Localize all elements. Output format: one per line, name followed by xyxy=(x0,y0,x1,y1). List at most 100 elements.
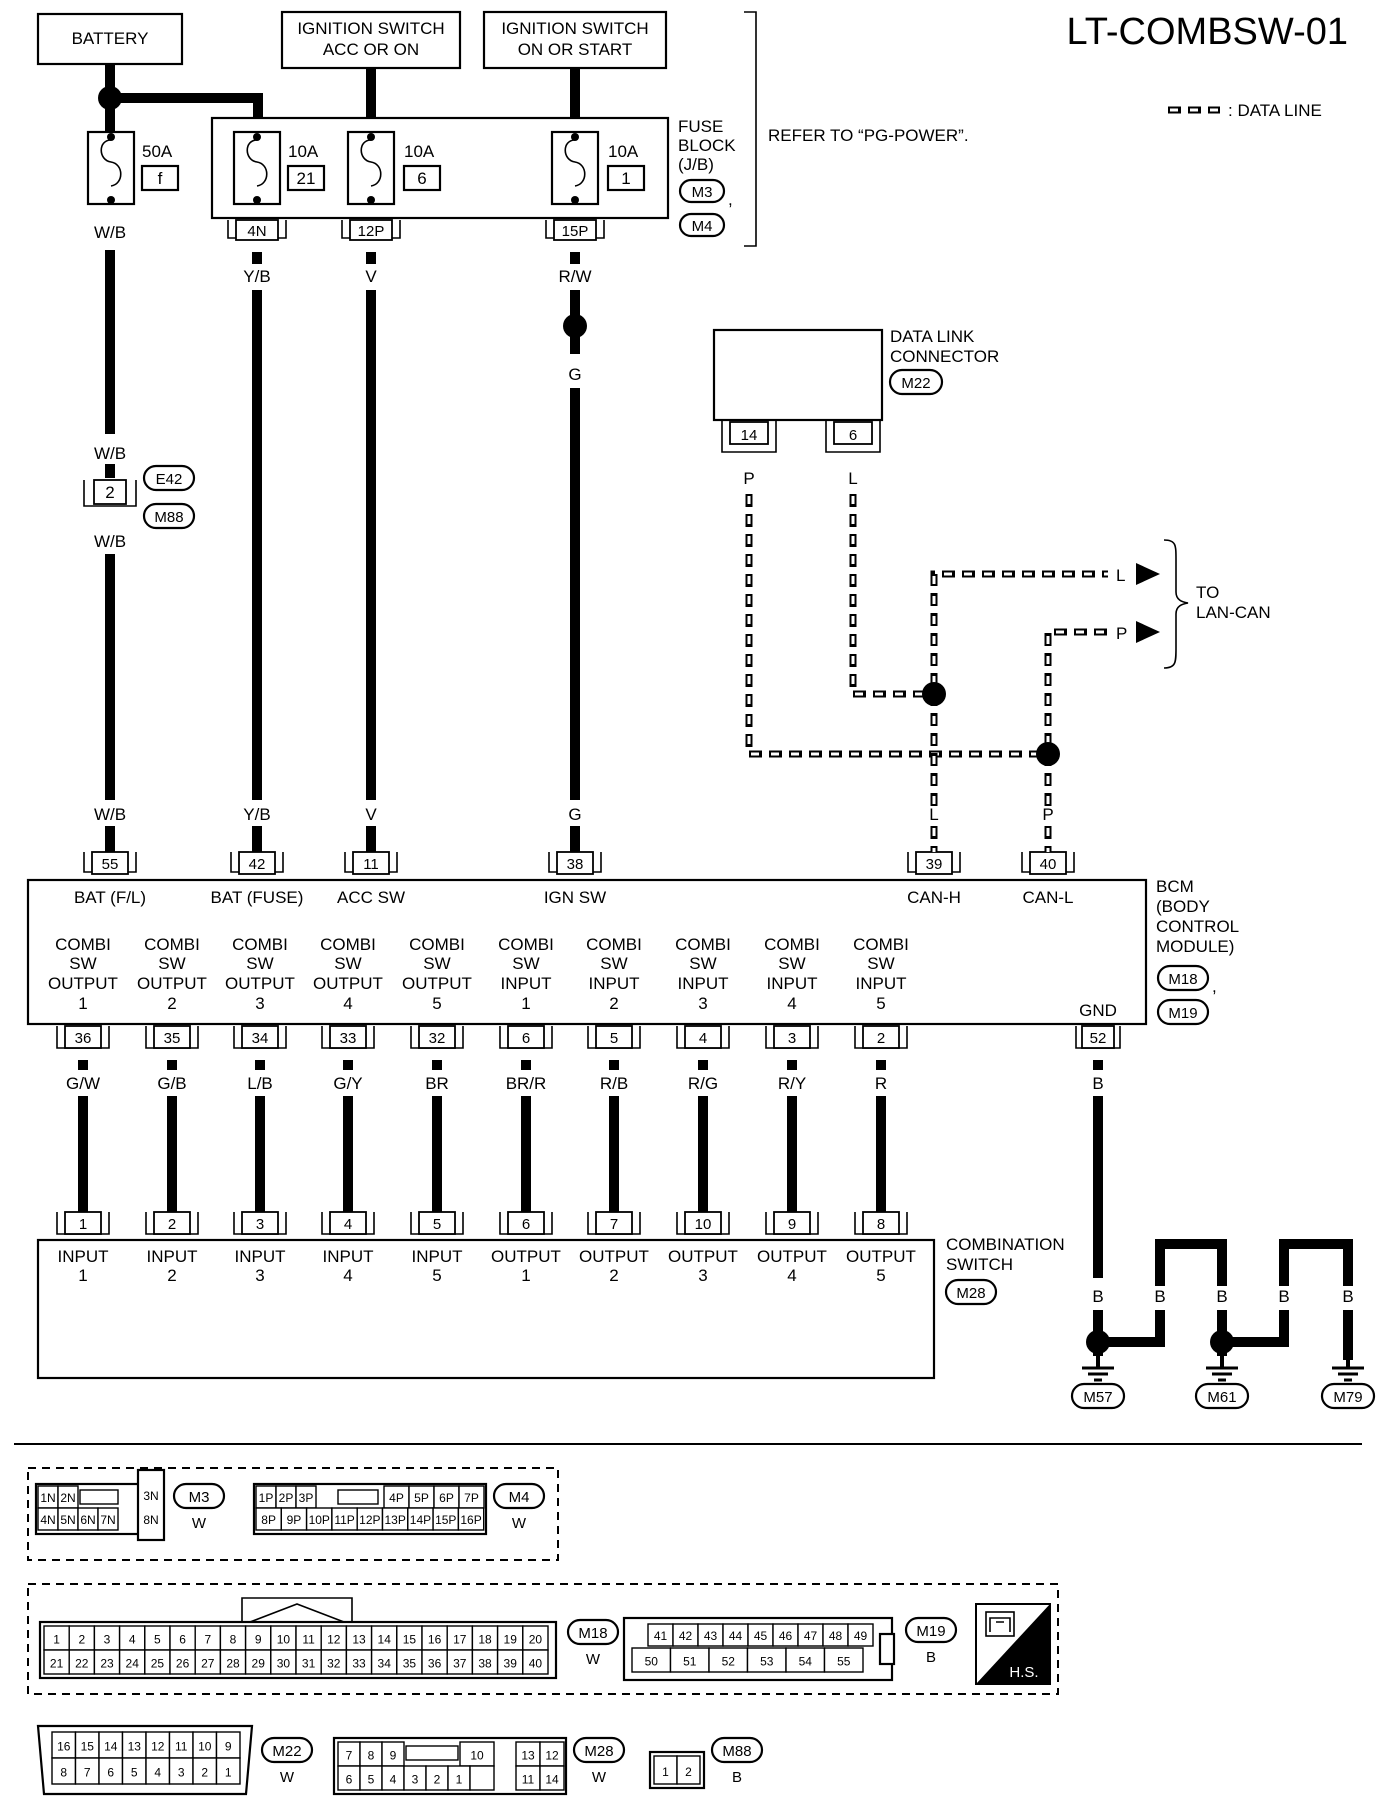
connector-cavity: 45 xyxy=(754,1629,768,1643)
connector-id: M19 xyxy=(916,1623,945,1640)
bcm-sw-label: SW xyxy=(334,954,361,973)
bcm-io-label: INPUT xyxy=(589,974,640,993)
svg-text:4N: 4N xyxy=(247,223,266,240)
combination-switch-pin: 6 xyxy=(522,1216,530,1233)
wire-color-label: G/Y xyxy=(333,1074,362,1093)
svg-text:M22: M22 xyxy=(901,375,930,392)
ignition-acc-box: IGNITION SWITCH ACC OR ON xyxy=(280,10,462,70)
bcm-sw-label: SW xyxy=(689,954,716,973)
bcm-bottom-pin: 3 xyxy=(788,1030,796,1047)
connector-cavity: 9 xyxy=(390,1748,397,1762)
connector-cavity: 46 xyxy=(779,1629,793,1643)
connector-cavity: 14 xyxy=(378,1632,392,1646)
combination-switch-io-number: 5 xyxy=(432,1266,441,1285)
connector-cavity: 6 xyxy=(346,1772,353,1786)
connector-cavity: 27 xyxy=(201,1656,215,1670)
wire-color-label: R/G xyxy=(688,1074,718,1093)
bcm-io-number: 4 xyxy=(787,994,796,1013)
combination-switch-io-label: OUTPUT xyxy=(491,1247,561,1266)
bcm-sw-label: SW xyxy=(69,954,96,973)
connector-cavity: 10 xyxy=(198,1740,212,1754)
bcm-io-label: INPUT xyxy=(856,974,907,993)
svg-text:IGNITION SWITCH: IGNITION SWITCH xyxy=(297,19,444,38)
svg-text:CONTROL: CONTROL xyxy=(1156,917,1239,936)
connector-cavity: 15 xyxy=(403,1632,417,1646)
svg-text:IGNITION SWITCH: IGNITION SWITCH xyxy=(501,19,648,38)
svg-text:SWITCH: SWITCH xyxy=(946,1255,1013,1274)
data-line-legend: : DATA LINE xyxy=(1168,101,1322,120)
combination-switch-io-label: INPUT xyxy=(235,1247,286,1266)
wire-label-rw: R/W xyxy=(558,267,591,286)
bcm-bottom-pin: 32 xyxy=(429,1030,446,1047)
connector-cavity: 42 xyxy=(679,1629,693,1643)
combination-switch-pin: 7 xyxy=(610,1216,618,1233)
connector-cavity: 8 xyxy=(368,1748,375,1762)
connector-cavity: 4 xyxy=(154,1766,161,1780)
svg-text:FUSE: FUSE xyxy=(678,117,723,136)
bcm-combi-label: COMBI xyxy=(409,935,465,954)
connector-color: B xyxy=(926,1649,936,1666)
battery-box: BATTERY xyxy=(36,12,184,66)
connector-cavity: 4P xyxy=(389,1491,404,1505)
bcm-bottom-pin: 6 xyxy=(522,1030,530,1047)
wire-color-label: R/B xyxy=(600,1074,628,1093)
connector-cavity: 1P xyxy=(259,1491,274,1505)
svg-text:10A: 10A xyxy=(288,142,319,161)
connector-cavity: 1N xyxy=(40,1491,55,1505)
wire-label-wb-2: W/B xyxy=(94,444,126,463)
bcm-top-pin: 42 xyxy=(249,856,266,873)
bcm-sw-label: SW xyxy=(600,954,627,973)
lan-name: LAN-CAN xyxy=(1196,603,1271,622)
combination-switch-io-number: 3 xyxy=(698,1266,707,1285)
svg-text:21: 21 xyxy=(297,169,316,188)
combination-switch-io-number: 4 xyxy=(343,1266,352,1285)
svg-text:BLOCK: BLOCK xyxy=(678,136,736,155)
connector-cavity: 36 xyxy=(428,1656,442,1670)
bcm-top-pin: 11 xyxy=(363,856,379,873)
wire-label-yb-1: Y/B xyxy=(243,267,270,286)
svg-text:50A: 50A xyxy=(142,142,173,161)
connector-cavity: 48 xyxy=(829,1629,843,1643)
bcm-io-label: OUTPUT xyxy=(137,974,207,993)
hs-symbol: H.S. xyxy=(975,1603,1051,1685)
svg-text:B: B xyxy=(1092,1287,1103,1306)
connector-cavity: 22 xyxy=(75,1656,89,1670)
wire-label-g-1: G xyxy=(568,365,581,384)
combination-switch-io-number: 1 xyxy=(521,1266,530,1285)
bcm-io-number: 2 xyxy=(609,994,618,1013)
connector-cavity: 21 xyxy=(50,1656,64,1670)
ground-network: B B B B B xyxy=(1086,1239,1354,1360)
connector-cavity: 40 xyxy=(529,1656,543,1670)
connector-cavity: 14 xyxy=(545,1772,559,1786)
combination-switch-io-label: OUTPUT xyxy=(668,1247,738,1266)
connector-cavity: 14P xyxy=(410,1513,431,1527)
bcm-combi-label: COMBI xyxy=(675,935,731,954)
combination-switch-io-label: OUTPUT xyxy=(846,1247,916,1266)
svg-text:1: 1 xyxy=(621,169,630,188)
connector-cavity: 10P xyxy=(309,1513,330,1527)
connector-cavity: 28 xyxy=(226,1656,240,1670)
connector-cavity: 9 xyxy=(225,1740,232,1754)
svg-text:f: f xyxy=(158,169,163,188)
refer-note: REFER TO “PG-POWER”. xyxy=(768,126,969,145)
svg-text:2: 2 xyxy=(105,483,114,502)
bcm-box xyxy=(26,878,1148,1026)
connector-cavity: 32 xyxy=(327,1656,341,1670)
connector-cavity: 17 xyxy=(453,1632,467,1646)
fuse-10a-1: 10A 1 xyxy=(550,130,646,206)
connector-cavity: 16 xyxy=(57,1740,71,1754)
svg-text:12P: 12P xyxy=(358,223,385,240)
connector-cavity: 33 xyxy=(352,1656,366,1670)
connector-cavity: 5P xyxy=(414,1491,429,1505)
diagram-title: LT-COMBSW-01 xyxy=(1066,11,1348,53)
connector-cavity: 16P xyxy=(460,1513,481,1527)
combination-switch-pin: 4 xyxy=(344,1216,352,1233)
bcm-label: BCM (BODY CONTROL MODULE) M18 , M19 xyxy=(1156,877,1239,1026)
svg-text:(BODY: (BODY xyxy=(1156,897,1210,916)
connector-cavity: 10 xyxy=(470,1748,484,1762)
